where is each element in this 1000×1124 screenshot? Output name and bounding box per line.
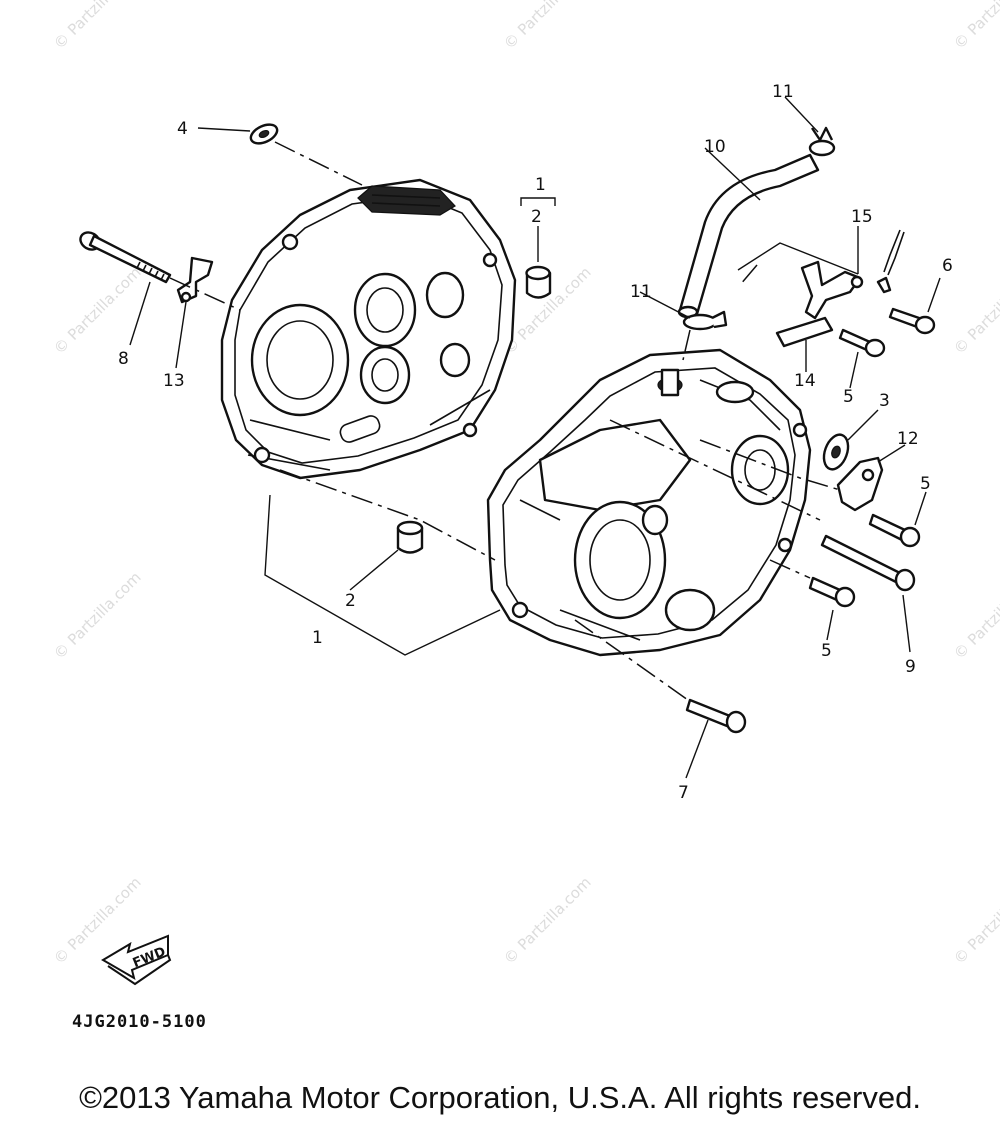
bolt-9 xyxy=(820,534,916,592)
bolt-8 xyxy=(79,231,172,284)
callout-4: 4 xyxy=(177,119,188,139)
callout-11: 11 xyxy=(772,82,794,102)
plate-14 xyxy=(775,316,834,348)
watermark: © Partzilla.com xyxy=(950,873,1000,968)
assembly-lines xyxy=(169,141,841,701)
dowel-pin-upper xyxy=(525,265,552,299)
copyright-notice: ©2013 Yamaha Motor Corporation, U.S.A. A… xyxy=(79,1080,921,1115)
watermark: © Partzilla.com xyxy=(500,873,595,968)
bolt-6 xyxy=(888,307,936,335)
left-crankcase xyxy=(220,178,517,480)
bolt-5-upper xyxy=(838,328,886,358)
hose-10 xyxy=(677,153,820,319)
clip-11-lower xyxy=(682,310,728,331)
watermark: © Partzilla.com xyxy=(950,568,1000,663)
diagram-code: 4JG2010-5100 xyxy=(72,1012,207,1032)
stay-15 xyxy=(800,260,864,320)
callout-7: 7 xyxy=(678,783,689,803)
callout-14: 14 xyxy=(794,371,816,391)
callout-5: 5 xyxy=(821,641,832,661)
callout-6: 6 xyxy=(942,256,953,276)
callout-8: 8 xyxy=(118,349,129,369)
callout-5: 5 xyxy=(920,474,931,494)
callout-11: 11 xyxy=(630,282,652,302)
callout-2: 2 xyxy=(531,207,542,227)
bolt-5-right xyxy=(868,513,921,548)
bolt-5-lower xyxy=(808,576,856,608)
callout-3: 3 xyxy=(879,391,890,411)
washer-4 xyxy=(249,123,279,145)
callout-13: 13 xyxy=(163,371,185,391)
callout-1: 1 xyxy=(312,628,323,648)
callout-15: 15 xyxy=(851,207,873,227)
callout-1: 1 xyxy=(535,175,546,195)
fwd-arrow-icon: FWD xyxy=(101,934,172,986)
callout-9: 9 xyxy=(905,657,916,677)
watermark: © Partzilla.com xyxy=(500,0,595,53)
watermark: © Partzilla.com xyxy=(50,568,145,663)
callout-labels: 1 2 1 2 3 4 5 5 5 6 7 8 9 10 11 11 12 13… xyxy=(118,82,953,803)
callout-5: 5 xyxy=(843,387,854,407)
clip-11-upper xyxy=(808,126,836,157)
bolt-7 xyxy=(685,698,747,734)
watermark: © Partzilla.com xyxy=(950,263,1000,358)
right-crankcase xyxy=(486,348,812,657)
callout-12: 12 xyxy=(897,429,919,449)
leader-lines xyxy=(129,96,941,779)
dowel-pin-lower xyxy=(396,520,424,554)
watermark: © Partzilla.com xyxy=(50,0,145,53)
callout-10: 10 xyxy=(704,137,726,157)
washer-3 xyxy=(822,433,850,471)
bracket-12 xyxy=(836,456,884,512)
watermark: © Partzilla.com xyxy=(950,0,1000,53)
clamp-13 xyxy=(176,256,214,304)
callout-2: 2 xyxy=(345,591,356,611)
neutral-wire xyxy=(876,229,905,294)
